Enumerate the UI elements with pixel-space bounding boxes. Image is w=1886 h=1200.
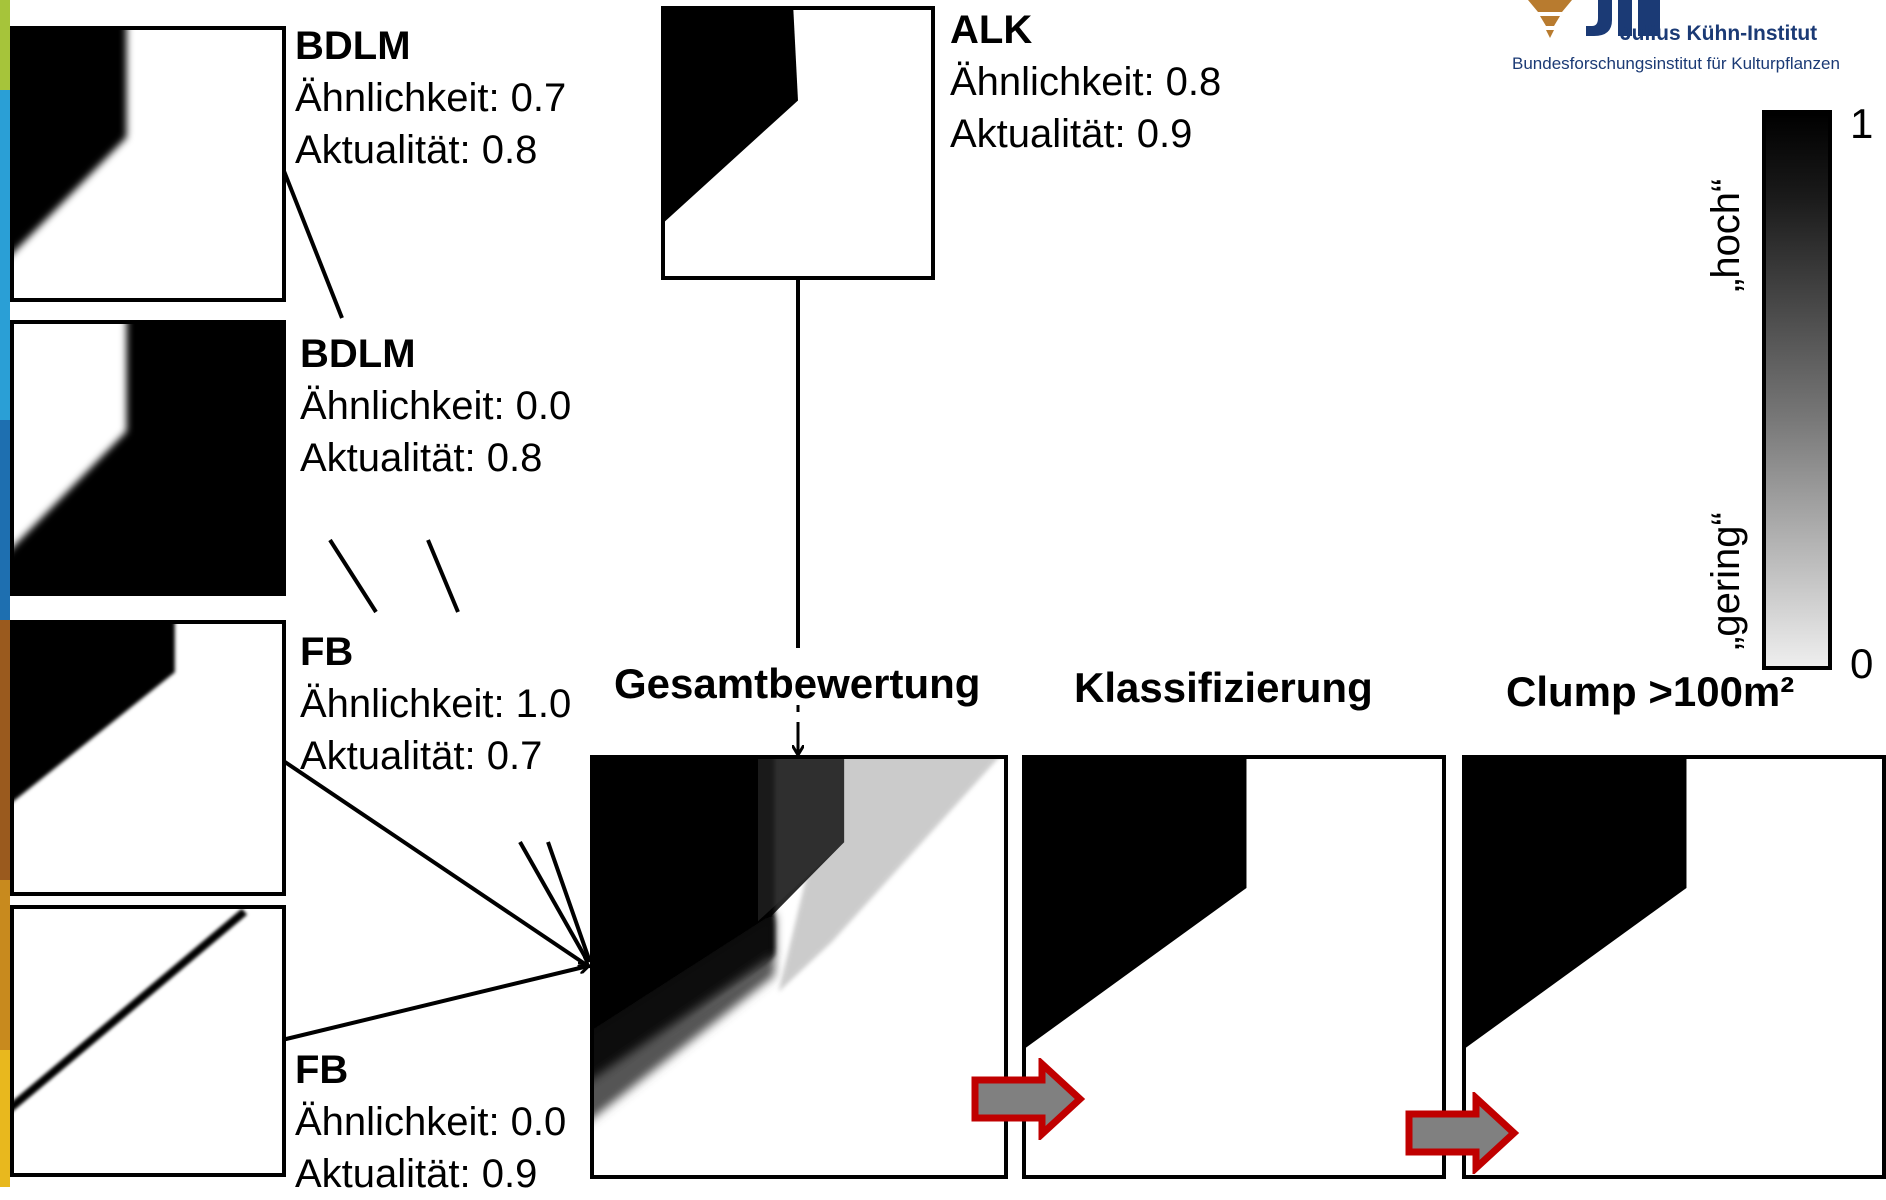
- output-panel-overall: [590, 755, 1008, 1179]
- input-panel-fb-2: [10, 905, 286, 1177]
- sidebar-segment: [0, 620, 10, 880]
- input-label-fb-1: FB Ähnlichkeit: 1.0 Aktualität: 0.7: [300, 626, 571, 782]
- raster-image: [1026, 759, 1247, 1048]
- currency-value: Aktualität: 0.8: [295, 128, 538, 172]
- grayscale-legend-bar: [1762, 110, 1832, 670]
- similarity-value: Ähnlichkeit: 1.0: [300, 682, 572, 726]
- input-panel-alk: [661, 6, 935, 280]
- input-label-fb-2: FB Ähnlichkeit: 0.0 Aktualität: 0.9: [295, 1044, 566, 1200]
- logo-name: Julius Kühn-Institut: [1620, 22, 1818, 45]
- similarity-value: Ähnlichkeit: 0.8: [950, 60, 1222, 104]
- raster-image: [1466, 759, 1687, 1048]
- sidebar-segment: [0, 90, 10, 420]
- input-panel-bdlm-2: [10, 320, 286, 596]
- currency-value: Aktualität: 0.9: [950, 112, 1193, 156]
- sidebar-accent: [0, 0, 10, 1187]
- sidebar-segment: [0, 420, 10, 620]
- input-panel-bdlm-1: [10, 26, 286, 302]
- raster-image: [14, 30, 127, 253]
- logo-icon: [1528, 0, 1660, 38]
- raster-image: [14, 909, 248, 1111]
- source-title: FB: [300, 630, 354, 674]
- currency-value: Aktualität: 0.7: [300, 734, 543, 778]
- input-label-alk: ALK Ähnlichkeit: 0.8 Aktualität: 0.9: [950, 4, 1221, 160]
- logo-subtitle: Bundesforschungsinstitut für Kulturpflan…: [1512, 54, 1840, 73]
- legend-low-label: „gering“: [1704, 512, 1748, 650]
- raster-image: [665, 10, 798, 222]
- raster-image: [14, 324, 282, 592]
- raster-image: [594, 759, 998, 1118]
- output-panel-classification: [1022, 755, 1446, 1179]
- sidebar-segment: [0, 0, 10, 90]
- raster-image: [14, 624, 175, 801]
- heading-classification: Klassifizierung: [1074, 664, 1373, 711]
- sidebar-segment: [0, 880, 10, 1050]
- input-panel-fb-1: [10, 620, 286, 896]
- legend-high-label: „hoch“: [1704, 178, 1748, 292]
- legend-min: 0: [1850, 640, 1874, 687]
- source-title: ALK: [950, 8, 1033, 52]
- input-label-bdlm-2: BDLM Ähnlichkeit: 0.0 Aktualität: 0.8: [300, 328, 571, 484]
- currency-value: Aktualität: 0.8: [300, 436, 543, 480]
- similarity-value: Ähnlichkeit: 0.7: [295, 76, 567, 120]
- legend-max: 1: [1850, 100, 1874, 147]
- currency-value: Aktualität: 0.9: [295, 1152, 538, 1196]
- input-label-bdlm-1: BDLM Ähnlichkeit: 0.7 Aktualität: 0.8: [295, 20, 566, 176]
- source-title: BDLM: [295, 24, 411, 68]
- similarity-value: Ähnlichkeit: 0.0: [295, 1100, 567, 1144]
- heading-overall: Gesamtbewertung: [614, 660, 981, 707]
- similarity-value: Ähnlichkeit: 0.0: [300, 384, 572, 428]
- process-arrow-1: [971, 1058, 1086, 1140]
- process-arrow-2: [1405, 1092, 1520, 1174]
- source-title: BDLM: [300, 332, 416, 376]
- output-panel-clump: [1462, 755, 1886, 1179]
- sidebar-segment: [0, 1050, 10, 1187]
- heading-clump: Clump >100m²: [1506, 668, 1795, 715]
- source-title: FB: [295, 1048, 349, 1092]
